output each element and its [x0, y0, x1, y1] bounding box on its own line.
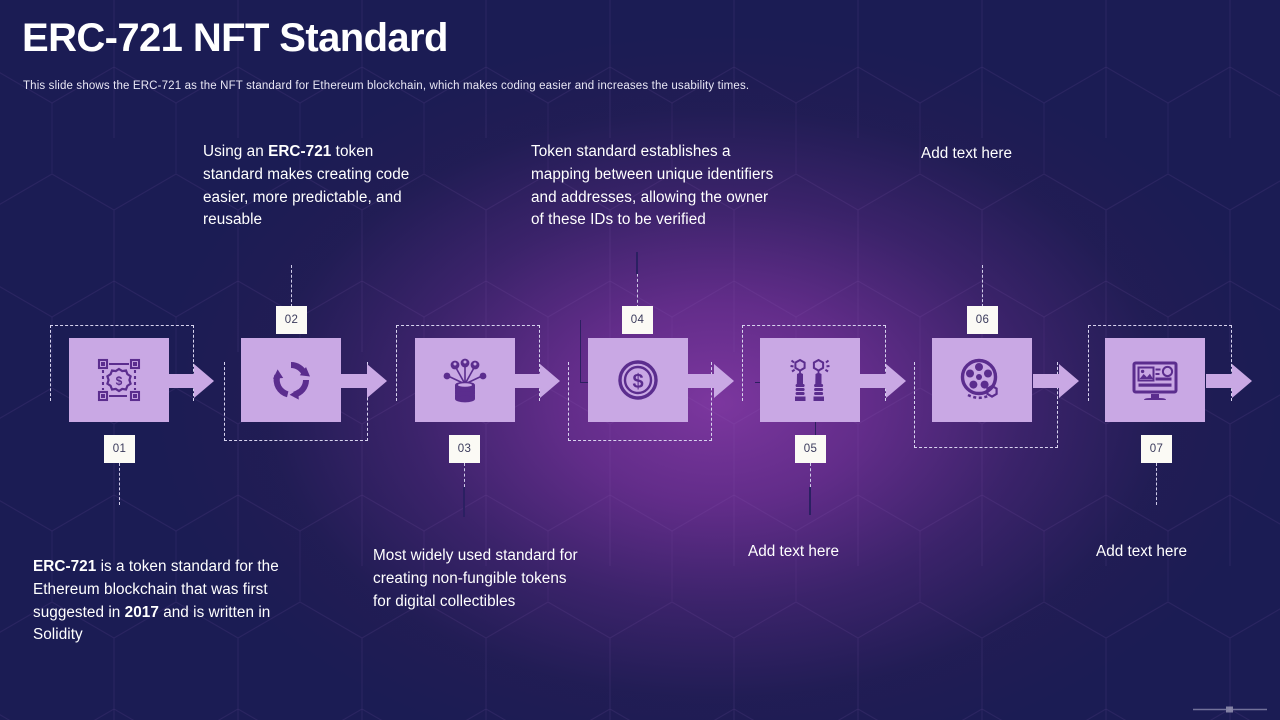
step-badge-01: 01	[104, 435, 135, 463]
zoom-slider-artifact[interactable]	[1193, 705, 1267, 714]
step-frame-06	[914, 362, 1058, 448]
step-badge-07: 07	[1141, 435, 1172, 463]
hands-holding-tokens-icon	[790, 358, 830, 401]
step-box-05[interactable]	[760, 338, 860, 422]
page-subtitle: This slide shows the ERC-721 as the NFT …	[23, 80, 750, 92]
step-box-02[interactable]	[241, 338, 341, 422]
flow-arrow-2	[341, 364, 387, 398]
flow-arrow-7	[1206, 364, 1252, 398]
leader-line-06	[982, 265, 983, 307]
step-frame-01	[50, 325, 194, 401]
step-frame-02	[224, 362, 368, 441]
leader-line-02	[291, 265, 292, 307]
step-frame-07	[1088, 325, 1232, 401]
step-badge-02: 02	[276, 306, 307, 334]
dollar-in-selection-frame-icon: $	[97, 358, 141, 402]
database-user-network-icon	[443, 358, 487, 403]
leader-line-01	[119, 463, 120, 505]
step-callout-02: Using an ERC-721 token standard makes cr…	[203, 143, 410, 229]
page-title: ERC-721 NFT Standard	[22, 16, 448, 60]
step-callout-07: Add text here	[1096, 543, 1187, 560]
step-badge-06: 06	[967, 306, 998, 334]
svg-text:$: $	[116, 374, 123, 388]
step-callout-06: Add text here	[921, 145, 1012, 162]
monitor-image-icon	[1132, 361, 1178, 400]
leader-line-04-solid	[636, 252, 638, 274]
step-callout-03: Most widely used standard for creating n…	[373, 547, 578, 610]
step-badge-05: 05	[795, 435, 826, 463]
svg-text:$: $	[632, 371, 643, 393]
step-box-07[interactable]	[1105, 338, 1205, 422]
flow-arrow-1	[168, 364, 214, 398]
step-box-06[interactable]	[932, 338, 1032, 422]
step-box-04[interactable]: $	[588, 338, 688, 422]
step-callout-05: Add text here	[748, 543, 839, 560]
flow-arrow-4	[688, 364, 734, 398]
flow-arrow-6	[1033, 364, 1079, 398]
step-callout-01: ERC-721 is a token standard for the Ethe…	[33, 558, 279, 644]
leader-line-07	[1156, 463, 1157, 505]
leader-line-05	[810, 463, 811, 503]
leader-line-05-solid	[809, 487, 811, 515]
film-reel-icon	[960, 358, 998, 400]
step-box-03[interactable]	[415, 338, 515, 422]
step-frame-03	[396, 325, 540, 401]
circular-recycle-arrows-icon	[273, 362, 310, 400]
step-frame-04	[568, 362, 712, 441]
step-frame-05	[742, 325, 886, 401]
dollar-coin-icon: $	[618, 360, 658, 400]
leader-line-04	[637, 258, 638, 308]
step-badge-04: 04	[622, 306, 653, 334]
flow-arrow-5	[860, 364, 906, 398]
flow-arrow-3	[514, 364, 560, 398]
step-box-01[interactable]: $	[69, 338, 169, 422]
step-callout-04: Token standard establishes a mapping bet…	[531, 143, 774, 229]
step-badge-03: 03	[449, 435, 480, 463]
leader-line-03-solid	[463, 487, 465, 517]
leader-line-03	[464, 463, 465, 503]
